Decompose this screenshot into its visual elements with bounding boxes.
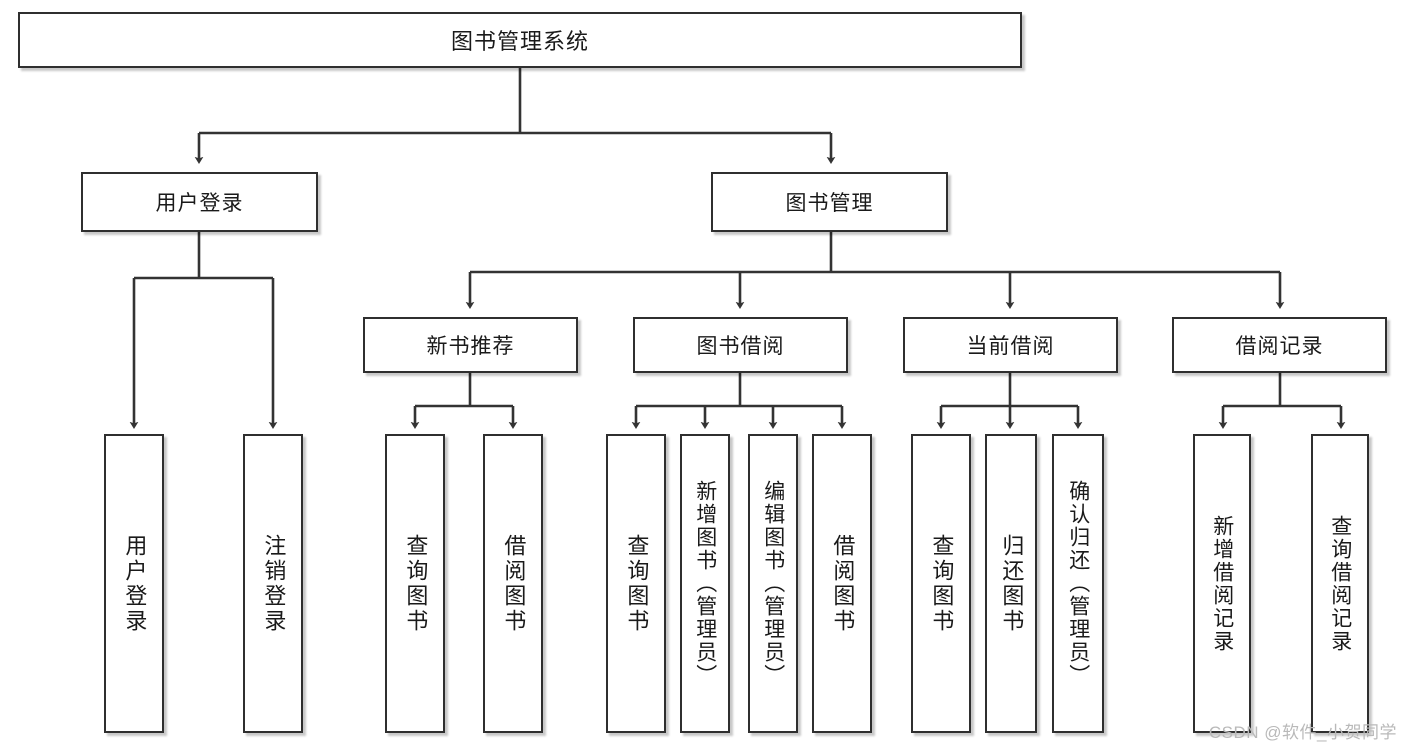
node-label: 图书管理 (785, 192, 874, 215)
node-user-login[interactable]: 用户登录 (81, 172, 318, 232)
leaf-new-book-query-book[interactable]: 查询图书 (385, 434, 445, 733)
leaf-user-login-login[interactable]: 用户登录 (104, 434, 164, 733)
leaf-current-borrow-return-book[interactable]: 归还图书 (985, 434, 1037, 733)
node-root-book-management-system[interactable]: 图书管理系统 (18, 12, 1022, 68)
leaf-borrow-record-add-record[interactable]: 新增借阅记录 (1193, 434, 1251, 733)
leaf-label: 新增图书（管理员） (693, 480, 717, 687)
leaf-label: 查询借阅记录 (1328, 514, 1352, 653)
node-book-borrow[interactable]: 图书借阅 (633, 317, 848, 373)
leaf-book-borrow-edit-book-admin[interactable]: 编辑图书（管理员） (748, 434, 798, 733)
leaf-current-borrow-query-book[interactable]: 查询图书 (911, 434, 971, 733)
leaf-label: 借阅图书 (501, 533, 527, 634)
leaf-new-book-borrow-book[interactable]: 借阅图书 (483, 434, 543, 733)
node-label: 借阅记录 (1235, 335, 1324, 358)
leaf-current-borrow-confirm-return-admin[interactable]: 确认归还（管理员） (1052, 434, 1104, 733)
node-new-book-recommend[interactable]: 新书推荐 (363, 317, 578, 373)
leaf-book-borrow-query-book[interactable]: 查询图书 (606, 434, 666, 733)
node-label: 当前借阅 (966, 335, 1055, 358)
csdn-watermark: CSDN @软件_小贺同学 (1208, 723, 1397, 742)
leaf-label: 查询图书 (403, 533, 429, 634)
leaf-label: 查询图书 (929, 533, 955, 634)
leaf-label: 用户登录 (122, 533, 148, 634)
leaf-label: 归还图书 (999, 533, 1025, 634)
leaf-label: 借阅图书 (830, 533, 856, 634)
node-current-borrow[interactable]: 当前借阅 (903, 317, 1118, 373)
leaf-label: 编辑图书（管理员） (761, 480, 785, 687)
leaf-label: 新增借阅记录 (1210, 514, 1234, 653)
node-borrow-record[interactable]: 借阅记录 (1172, 317, 1387, 373)
node-label: 用户登录 (155, 192, 244, 215)
leaf-book-borrow-add-book-admin[interactable]: 新增图书（管理员） (680, 434, 730, 733)
leaf-label: 查询图书 (624, 533, 650, 634)
leaf-label: 确认归还（管理员） (1066, 480, 1090, 687)
node-label: 新书推荐 (426, 335, 515, 358)
node-book-management[interactable]: 图书管理 (711, 172, 948, 232)
leaf-book-borrow-borrow-book[interactable]: 借阅图书 (812, 434, 872, 733)
leaf-borrow-record-query-record[interactable]: 查询借阅记录 (1311, 434, 1369, 733)
leaf-user-login-logout[interactable]: 注销登录 (243, 434, 303, 733)
node-label: 图书借阅 (696, 335, 785, 358)
leaf-label: 注销登录 (261, 533, 287, 634)
node-label: 图书管理系统 (450, 29, 589, 54)
